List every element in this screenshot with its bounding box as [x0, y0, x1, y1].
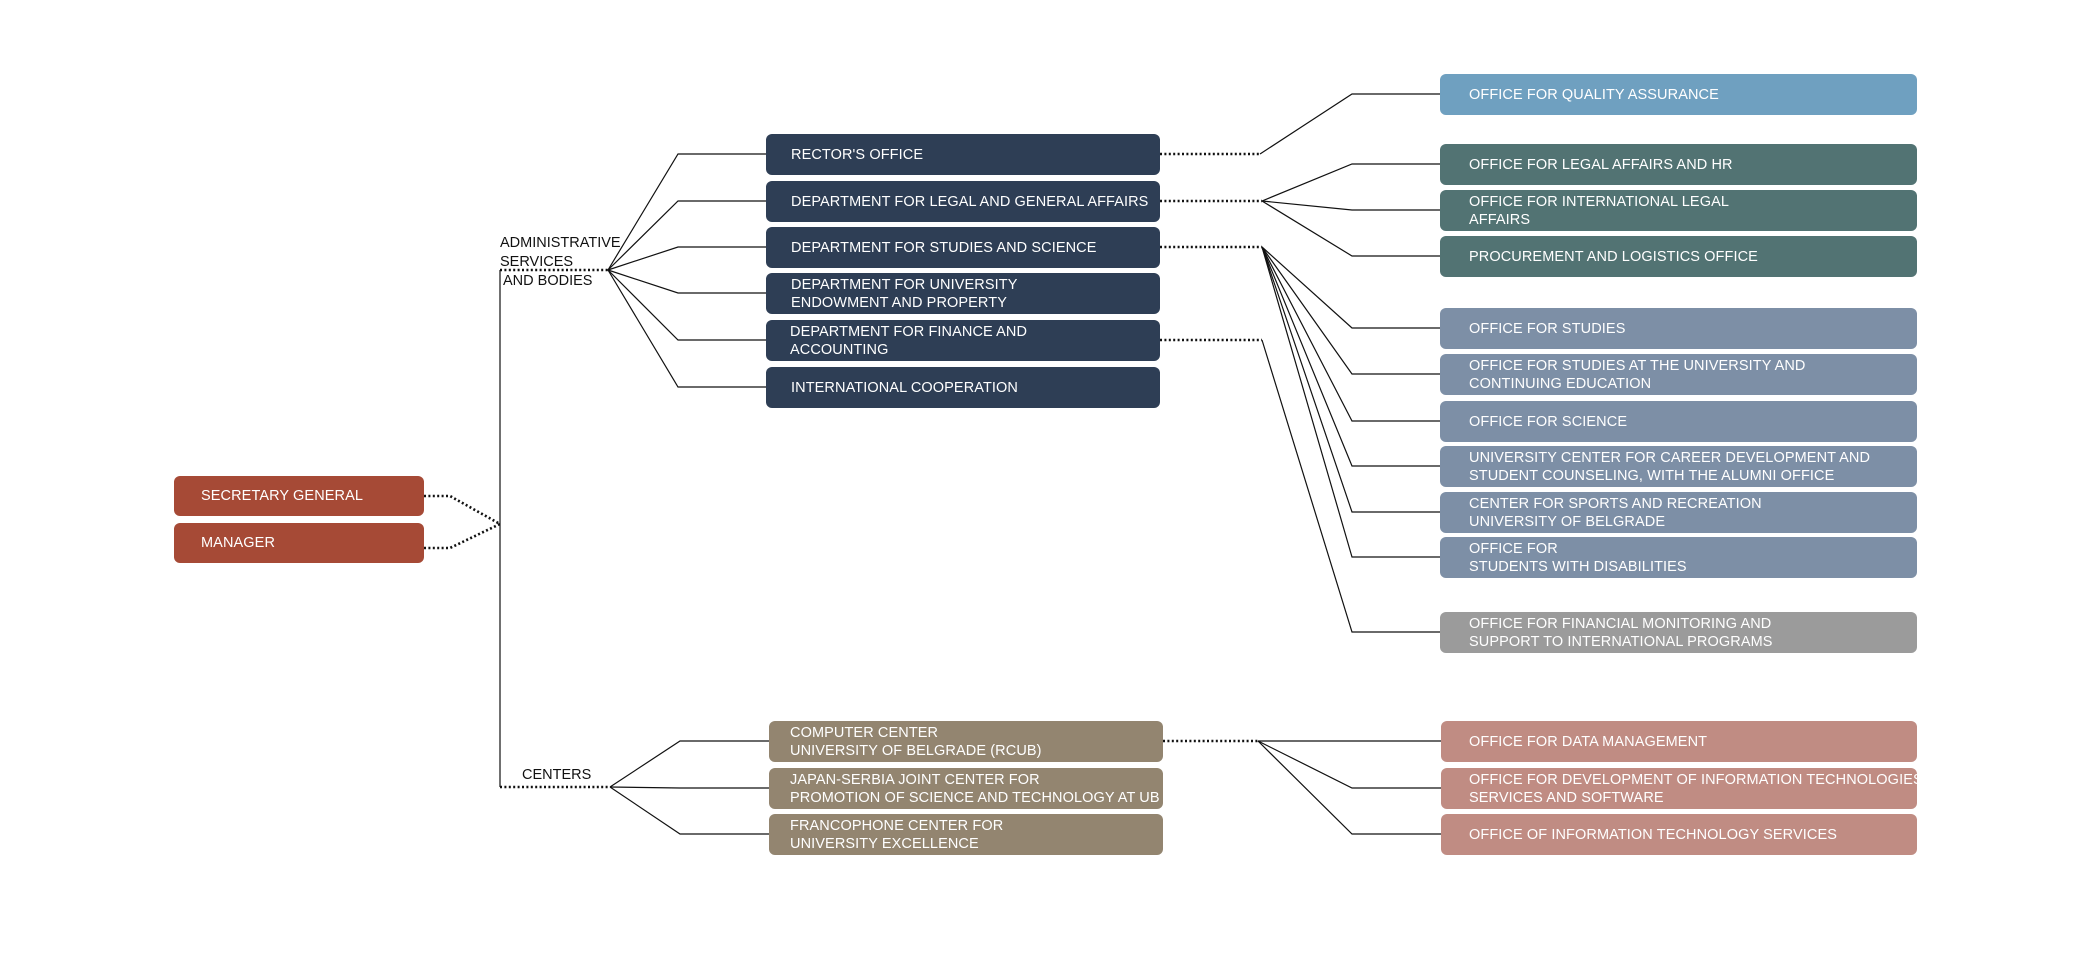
management-connector [424, 494, 501, 526]
office-box: PROCUREMENT AND LOGISTICS OFFICE [1440, 236, 1917, 277]
centers-branch-line [609, 786, 769, 835]
office-box: OFFICE FOR STUDENTS WITH DISABILITIES [1440, 537, 1917, 578]
department-box: INTERNATIONAL COOPERATION [766, 367, 1160, 408]
department-box: RECTOR'S OFFICE [766, 134, 1160, 175]
centers-branch-line [609, 786, 769, 789]
office-branch-line [1261, 246, 1440, 329]
office-box: OFFICE OF INFORMATION TECHNOLOGY SERVICE… [1441, 814, 1917, 855]
office-box: OFFICE FOR FINANCIAL MONITORING AND SUPP… [1440, 612, 1917, 653]
office-box: OFFICE FOR QUALITY ASSURANCE [1440, 74, 1917, 115]
office-branch-line [1257, 740, 1441, 835]
admin-branch-line [607, 269, 766, 294]
admin-branch-line [607, 200, 766, 271]
office-box: OFFICE FOR LEGAL AFFAIRS AND HR [1440, 144, 1917, 185]
admin-branch-line [607, 246, 766, 271]
manager-label: MANAGER [201, 535, 276, 551]
management-connector [424, 522, 501, 550]
secretary-general-box: SECRETARY GENERAL [174, 476, 424, 516]
office-branch-line [1261, 200, 1440, 211]
secretary-general-label: SECRETARY GENERAL [201, 488, 364, 504]
office-box: OFFICE FOR STUDIES AT THE UNIVERSITY AND… [1440, 354, 1917, 395]
department-box: DEPARTMENT FOR FINANCE AND ACCOUNTING [766, 320, 1160, 361]
department-box: DEPARTMENT FOR LEGAL AND GENERAL AFFAIRS [766, 181, 1160, 222]
office-box: OFFICE FOR DATA MANAGEMENT [1441, 721, 1917, 762]
centers-branch-line [609, 740, 769, 788]
admin-branch-line [607, 269, 766, 341]
center-box: JAPAN-SERBIA JOINT CENTER FOR PROMOTION … [769, 768, 1163, 809]
office-branch-line [1257, 740, 1441, 789]
office-box: OFFICE FOR SCIENCE [1440, 401, 1917, 442]
center-box: COMPUTER CENTER UNIVERSITY OF BELGRADE (… [769, 721, 1163, 762]
office-branch-line [1261, 246, 1440, 467]
department-box: DEPARTMENT FOR STUDIES AND SCIENCE [766, 227, 1160, 268]
office-box: OFFICE FOR STUDIES [1440, 308, 1917, 349]
centers-label: CENTERS [522, 767, 592, 783]
admin-branch-line [607, 153, 766, 271]
office-box: OFFICE FOR INTERNATIONAL LEGAL AFFAIRS [1440, 190, 1917, 231]
manager-box: MANAGER [174, 523, 424, 563]
admin-branch-line [607, 269, 766, 388]
office-box: OFFICE FOR DEVELOPMENT OF INFORMATION TE… [1441, 768, 1923, 809]
office-branch-line [1261, 200, 1440, 257]
office-branch-line [1261, 246, 1440, 513]
office-box: CENTER FOR SPORTS AND RECREATION UNIVERS… [1440, 492, 1917, 533]
office-branch-line [1261, 246, 1440, 558]
office-box: UNIVERSITY CENTER FOR CAREER DEVELOPMENT… [1440, 446, 1917, 487]
office-branch-line [1261, 246, 1440, 422]
center-box: FRANCOPHONE CENTER FOR UNIVERSITY EXCELL… [769, 814, 1163, 855]
office-branch-line [1261, 246, 1440, 375]
office-branch-line [1261, 339, 1440, 633]
department-box: DEPARTMENT FOR UNIVERSITY ENDOWMENT AND … [766, 273, 1160, 314]
office-branch-line [1261, 163, 1440, 202]
administrative-services-label: ADMINISTRATIVE SERVICES AND BODIES [500, 235, 621, 289]
office-branch-line [1259, 93, 1440, 155]
